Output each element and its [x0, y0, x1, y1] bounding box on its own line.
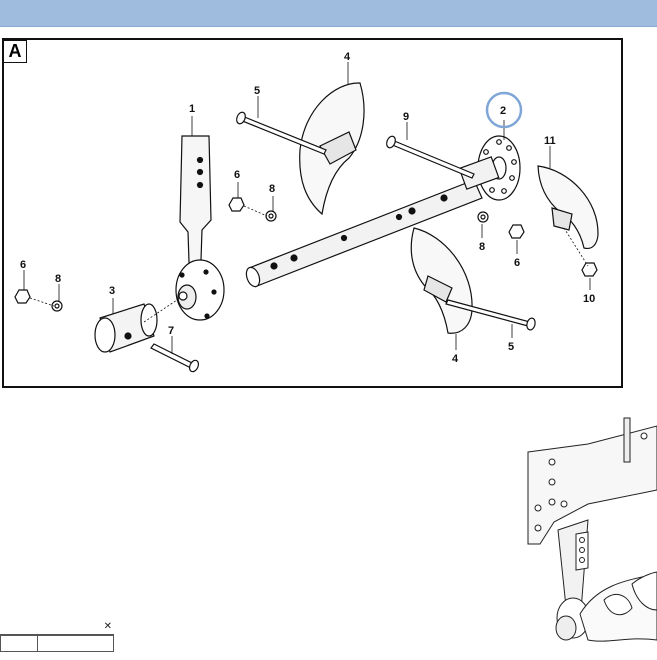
hub-flange — [458, 135, 521, 201]
exploded-parts-diagram: 1 2 3 4 4 5 5 6 6 6 7 8 8 8 9 10 11 — [14, 51, 599, 373]
callout-5-bottom: 5 — [508, 341, 514, 353]
callout-highlight — [485, 91, 523, 129]
callout-4-bottom: 4 — [452, 353, 459, 365]
header-band — [0, 0, 657, 27]
end-blade — [537, 165, 599, 250]
callout-3: 3 — [109, 285, 115, 297]
callout-9: 9 — [403, 111, 409, 123]
callout-6-left: 6 — [20, 259, 26, 271]
mini-widget-divider — [37, 636, 38, 651]
callout-6-right: 6 — [514, 257, 520, 269]
callout-8-center: 8 — [269, 183, 275, 195]
callout-8-left: 8 — [55, 273, 61, 285]
assembly-preview-image — [527, 417, 657, 642]
arm — [175, 135, 225, 321]
callout-11: 11 — [544, 135, 556, 147]
panel-letter: A — [3, 40, 27, 63]
close-icon[interactable]: ✕ — [103, 621, 112, 632]
callout-4-top: 4 — [344, 51, 351, 63]
callout-7: 7 — [168, 325, 174, 337]
callout-8-right: 8 — [479, 241, 485, 253]
bolt-right — [389, 139, 475, 179]
mini-widget-titlebar — [0, 624, 114, 635]
callout-5-top: 5 — [254, 85, 260, 97]
callout-10: 10 — [583, 293, 595, 305]
callout-1: 1 — [189, 103, 195, 115]
mini-widget-body — [0, 635, 114, 652]
sleeve — [94, 303, 158, 353]
lower-blade — [410, 227, 473, 334]
bolt-lower-left — [150, 343, 195, 369]
callout-2: 2 — [500, 105, 506, 117]
mini-table-widget: ✕ — [0, 621, 114, 654]
callout-6-center: 6 — [234, 169, 240, 181]
